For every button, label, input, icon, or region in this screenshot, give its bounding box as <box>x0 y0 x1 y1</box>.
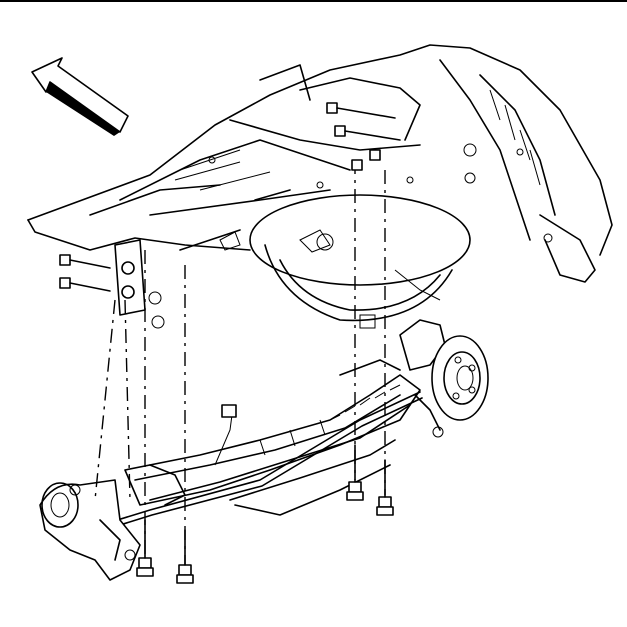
upper-bolt-1 <box>326 102 396 119</box>
bracket-nut <box>351 149 381 171</box>
trailing-arm-bracket <box>114 239 165 329</box>
upper-bolt-2 <box>334 125 401 141</box>
right-wheel-hub <box>399 319 489 438</box>
lower-bolt-1 <box>136 519 154 577</box>
rear-axle-beam <box>84 359 423 536</box>
lower-bolt-3 <box>346 444 364 501</box>
side-bolt-2 <box>59 277 111 292</box>
spare-tire-well <box>249 194 471 329</box>
bolt-path-centerlines <box>94 160 386 565</box>
side-bolt-1 <box>59 254 111 269</box>
mounting-bolts <box>59 102 401 584</box>
left-brake-backing-plate <box>39 464 186 581</box>
underbody-floor-pan <box>27 44 613 283</box>
lower-bolt-2 <box>176 529 194 584</box>
front-direction-arrow <box>31 57 129 136</box>
lower-bolt-4 <box>376 459 394 516</box>
top-border <box>0 0 627 2</box>
